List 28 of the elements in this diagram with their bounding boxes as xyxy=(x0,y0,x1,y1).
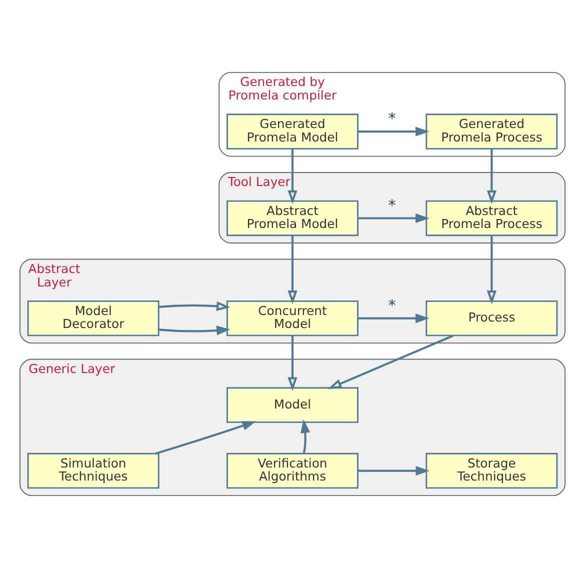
node-box: Generated Promela Model xyxy=(226,114,358,150)
arrow xyxy=(288,235,298,304)
arrow xyxy=(358,314,430,324)
node-box: Generated Promela Process xyxy=(426,114,558,150)
node-box: Concurrent Model xyxy=(226,300,358,336)
node-box: Abstract Promela Process xyxy=(426,200,558,236)
node-box: Process xyxy=(426,300,558,336)
arrow xyxy=(158,301,230,311)
arrow xyxy=(358,213,430,224)
arrow xyxy=(155,421,256,455)
node-box: Model xyxy=(226,387,358,423)
arrow xyxy=(158,326,230,336)
edge-label: * xyxy=(388,196,396,214)
arrow xyxy=(486,148,496,204)
node-box: Storage Techniques xyxy=(426,452,558,489)
arrow xyxy=(288,148,298,204)
arrow xyxy=(288,336,298,391)
node-box: Model Decorator xyxy=(27,300,160,336)
arrow xyxy=(358,126,430,136)
node-box: Verification Algorithms xyxy=(226,452,358,489)
edge-label: * xyxy=(388,110,396,128)
node-box: Simulation Techniques xyxy=(27,452,160,489)
edge-label: * xyxy=(388,296,396,314)
node-box: Abstract Promela Model xyxy=(226,200,358,236)
arrow xyxy=(328,334,454,390)
arrow xyxy=(486,235,496,304)
arrow xyxy=(358,466,430,476)
arrow xyxy=(300,419,310,454)
